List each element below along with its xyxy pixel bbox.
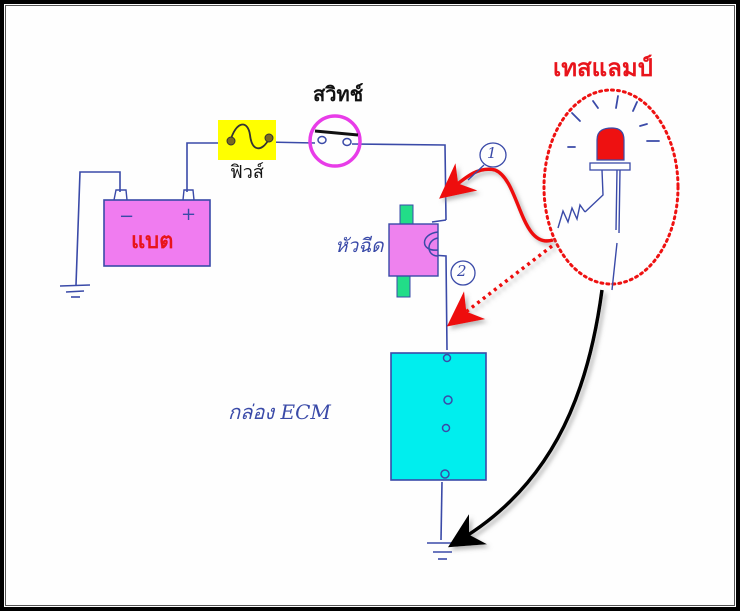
wire-battery-plus-to-fuse [186, 142, 232, 192]
injector-coil [423, 231, 439, 257]
lamp-probe [611, 169, 621, 291]
lamp-lead-left [584, 169, 604, 213]
point-1-label: 1 [487, 144, 497, 162]
switch-lever [314, 129, 359, 137]
arrow-red-solid-to-point-1 [439, 163, 554, 243]
lamp-base [589, 162, 631, 171]
fuse-label: ฟิวส์ [230, 162, 264, 183]
battery-label: แบต [131, 229, 174, 254]
ecm-box [390, 352, 487, 481]
test-lamp [542, 88, 680, 291]
switch-label: สวิทช์ [313, 82, 364, 106]
point-2-label: 2 [457, 262, 467, 280]
lamp-spring [557, 203, 586, 229]
ecm-body [390, 352, 487, 481]
battery-body [103, 199, 211, 267]
injector [388, 204, 439, 298]
ecm-label: กล่อง ECM [228, 400, 331, 424]
switch [308, 114, 362, 168]
test-lamp-dotted-outline [542, 88, 680, 286]
ground-symbol-battery [59, 284, 91, 298]
battery-terminal-plus [182, 189, 195, 201]
switch-ring [308, 114, 362, 168]
fuse-element [229, 123, 270, 150]
point-1-circle [479, 142, 507, 168]
arrow-red-dotted-to-point-2 [446, 244, 554, 327]
injector-label: หัวฉีด [335, 235, 384, 257]
fuse [218, 120, 276, 160]
test-point-markers [450, 142, 507, 286]
lamp-glow-rays [567, 95, 660, 148]
wire-ecm-to-ground [440, 481, 443, 541]
battery-minus-sign: − [119, 206, 135, 227]
wire-switch-to-injector [351, 143, 447, 221]
injector-nozzle-top [399, 204, 414, 226]
ground-symbol-ecm [427, 542, 458, 560]
lamp-bulb [596, 127, 625, 161]
point-2-circle [450, 260, 476, 286]
arrow-black-to-ground [447, 289, 604, 548]
battery [103, 189, 211, 267]
test-arrows [439, 163, 604, 548]
injector-nozzle-bottom [396, 274, 411, 298]
test-lamp-label: เทสแลมป์ [553, 54, 653, 82]
wire-battery-minus-to-ground [75, 171, 121, 286]
battery-terminal-minus [113, 189, 128, 201]
battery-plus-sign: + [181, 204, 197, 225]
